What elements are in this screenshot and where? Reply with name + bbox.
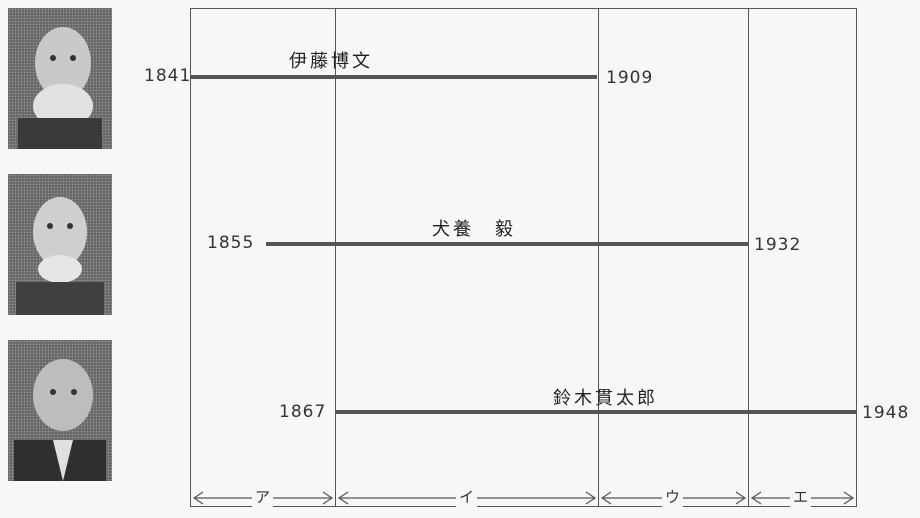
lifespan-bar-inukai	[266, 242, 748, 246]
period-divider-i-u	[598, 8, 600, 507]
period-divider-a-i	[335, 8, 337, 507]
period-label-i: イ	[456, 486, 478, 507]
death-year-ito: 1909	[606, 68, 654, 88]
birth-year-suzuki: 1867	[279, 402, 327, 422]
name-inukai-tsuyoshi: 犬養 毅	[432, 219, 516, 240]
lifespan-bar-ito	[191, 75, 597, 79]
lifespan-bar-suzuki	[336, 410, 857, 414]
portrait-inukai-tsuyoshi	[8, 174, 112, 315]
period-label-u: ウ	[662, 486, 684, 507]
period-divider-u-e	[748, 8, 750, 507]
timeline-frame	[190, 8, 857, 507]
death-year-inukai: 1932	[754, 235, 802, 255]
period-label-a: ア	[252, 486, 274, 507]
name-suzuki-kantaro: 鈴木貫太郎	[553, 388, 658, 409]
period-label-e: エ	[790, 486, 812, 507]
birth-year-inukai: 1855	[207, 233, 255, 253]
death-year-suzuki: 1948	[862, 403, 910, 423]
birth-year-ito: 1841	[144, 66, 192, 86]
portrait-ito-hirobumi	[8, 8, 112, 149]
name-ito-hirobumi: 伊藤博文	[289, 51, 373, 72]
portrait-suzuki-kantaro	[8, 340, 112, 481]
